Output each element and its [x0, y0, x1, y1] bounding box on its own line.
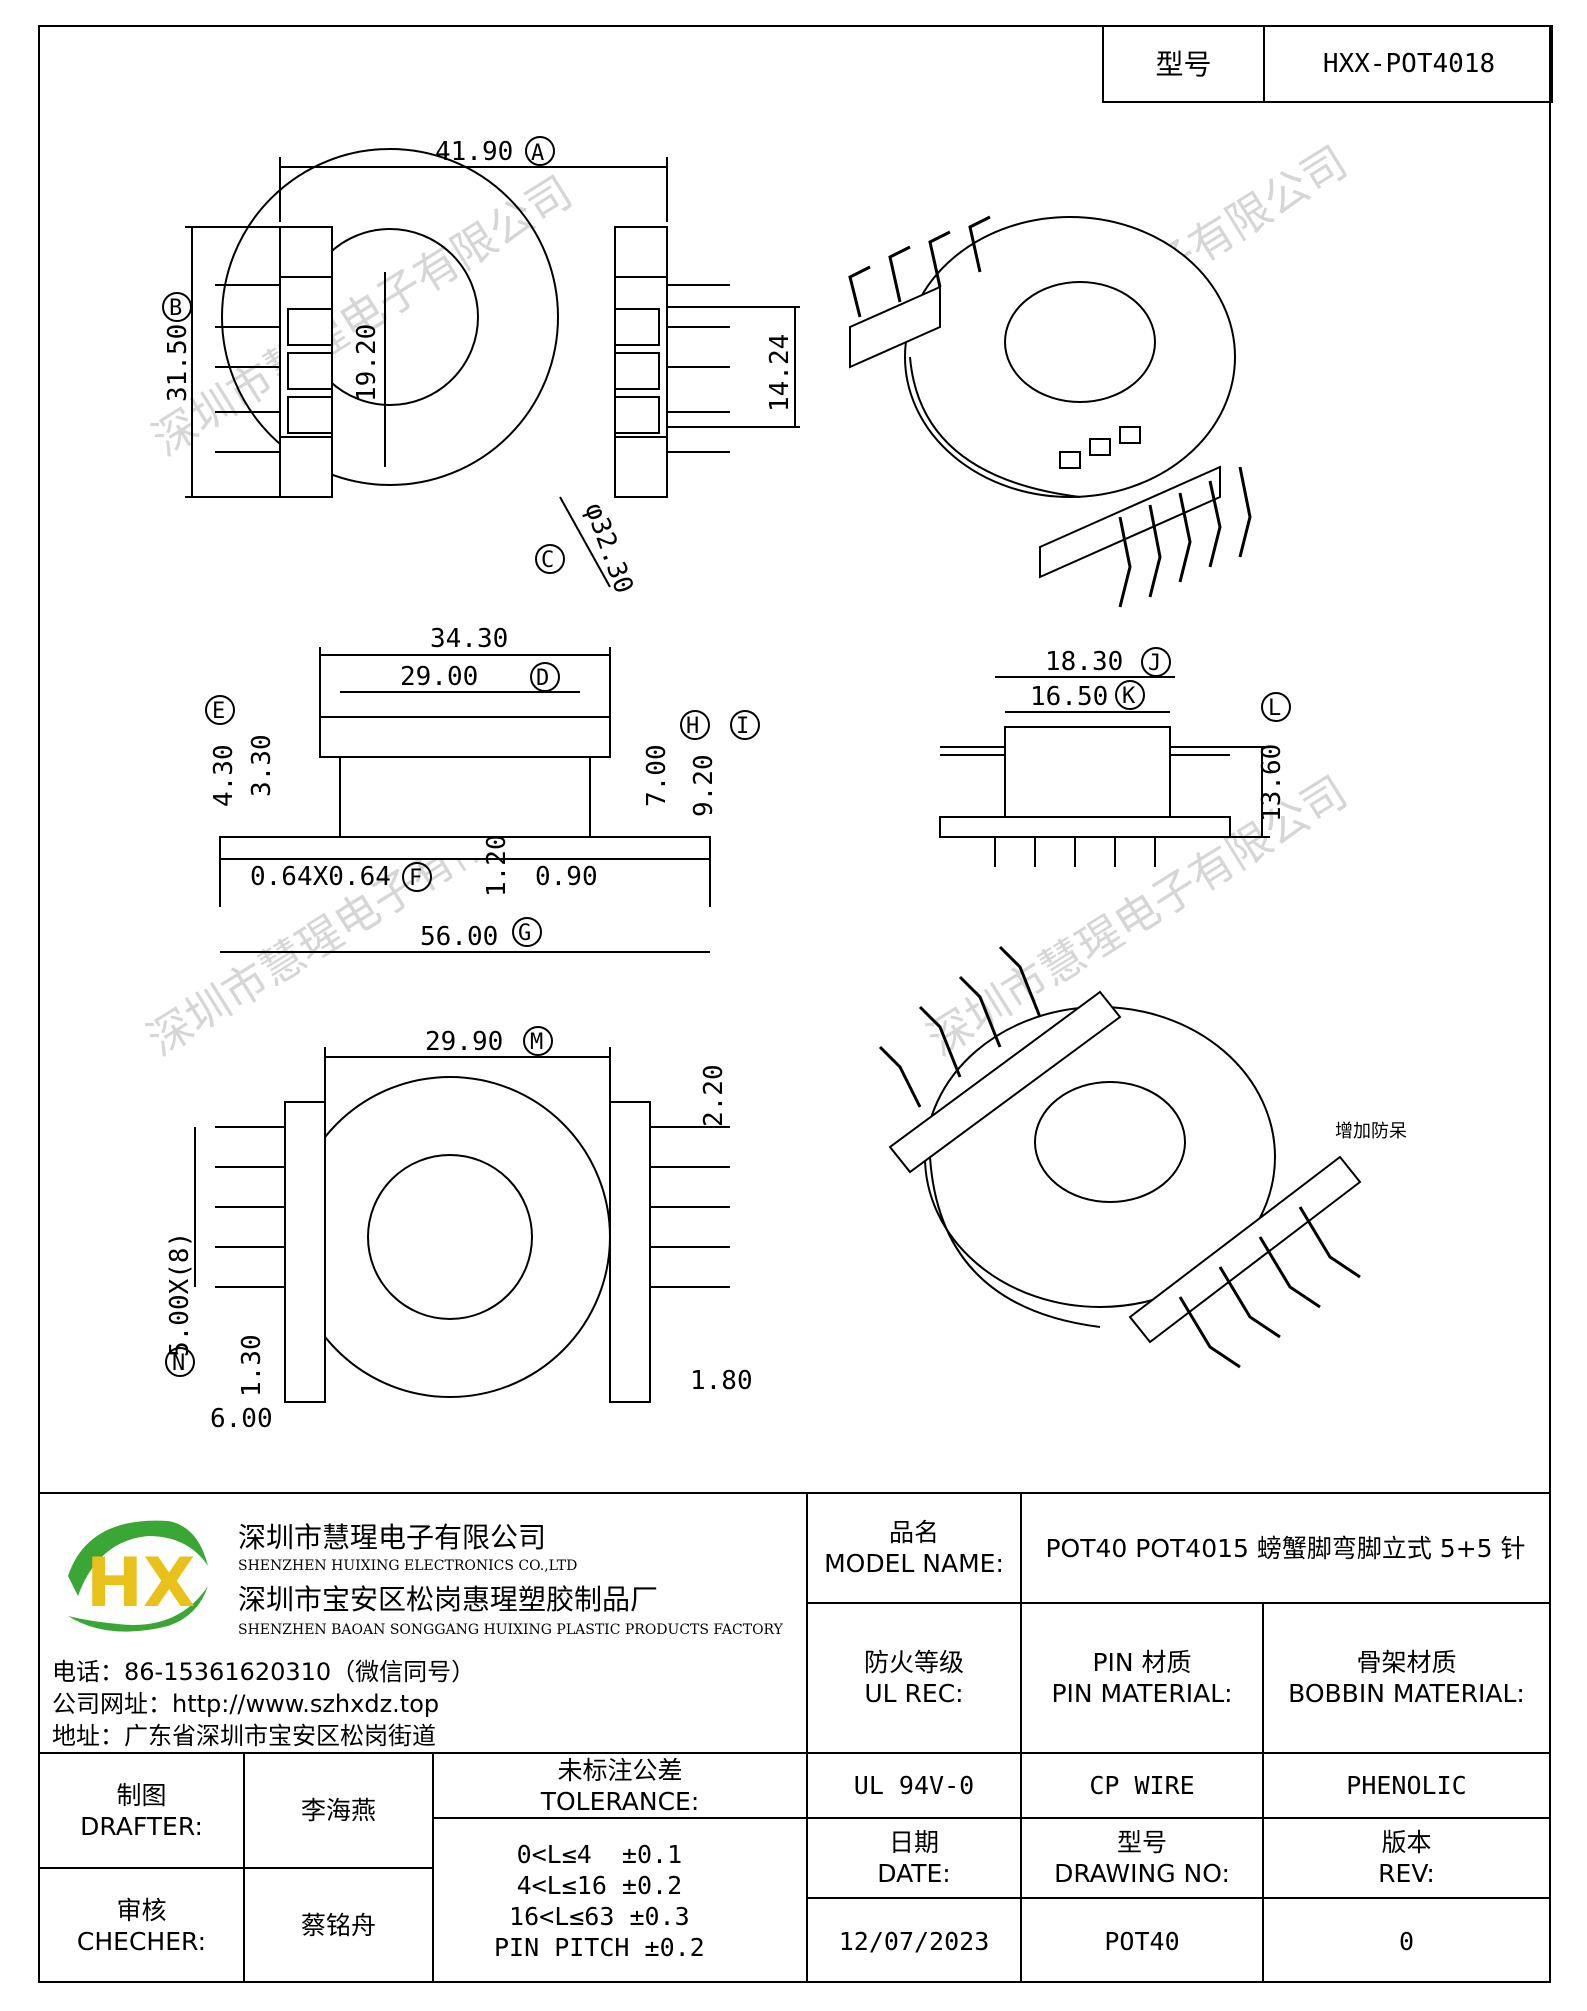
dim-N-tag: N — [172, 1351, 185, 1376]
drawing-no-value: POT40 — [1104, 1926, 1180, 1956]
note-anti-error: 增加防呆 — [1335, 1121, 1407, 1142]
factory-name-cn: 深圳市宝安区松岗惠瑆塑胶制品厂 — [238, 1583, 659, 1616]
front-view: 34.30 29.00 D 4.30 E 3.30 7.00 H 9.20 I … — [205, 624, 760, 953]
dim-E-tag: E — [212, 699, 225, 724]
dim-N-value: 5.00X(8) — [165, 1232, 195, 1357]
company-website: 公司网址：http://www.szhxdz.top — [52, 1690, 440, 1718]
company-name-en: SHENZHEN HUIXING ELECTRONICS CO.,LTD — [238, 1558, 578, 1574]
dim-K-tag: K — [1122, 684, 1136, 709]
model-name-label: 品名 MODEL NAME: — [824, 1518, 1004, 1578]
dim-1-80: 1.80 — [690, 1366, 753, 1396]
ul-rec-label: 防火等级 UL REC: — [863, 1648, 964, 1708]
company-phone: 电话：86-15361620310（微信同号） — [52, 1658, 476, 1686]
drawing-sheet: 型号 HXX-POT4018 深圳市慧瑆电子有限公司 深圳市慧瑆电子有限公司 深… — [38, 25, 1553, 1983]
dim-14-24: 14.24 — [765, 334, 795, 412]
date-value: 12/07/2023 — [838, 1926, 990, 1956]
dim-D-value: 29.00 — [400, 662, 478, 692]
iso-view-top — [848, 215, 1252, 608]
dim-A-tag: A — [531, 141, 544, 166]
drawing-no-label: 型号 DRAWING NO: — [1054, 1828, 1230, 1888]
pin-material-label: PIN 材质 PIN MATERIAL: — [1051, 1648, 1233, 1708]
iso-bottom-pins — [878, 945, 1361, 1369]
ul-rec-value: UL 94V-0 — [853, 1771, 975, 1800]
dim-M-value: 29.90 — [425, 1027, 503, 1057]
dim-G-tag: G — [518, 921, 531, 946]
dim-2-20: 2.20 — [699, 1064, 729, 1127]
dim-J-tag: J — [1148, 651, 1161, 676]
dim-3-30: 3.30 — [247, 734, 277, 797]
dim-A-value: 41.90 — [435, 137, 513, 167]
dim-L-tag: L — [1268, 696, 1281, 721]
top-view: 41.90 A 31.50 B 19.20 14.24 φ32.30 C — [162, 136, 800, 598]
company-name-cn: 深圳市慧瑆电子有限公司 — [238, 1521, 547, 1554]
bobbin-material-value: PHENOLIC — [1346, 1771, 1467, 1800]
dim-F-value: 0.64X0.64 — [250, 862, 391, 892]
model-box-value: HXX-POT4018 — [1322, 48, 1496, 79]
dim-34-30: 34.30 — [430, 624, 508, 654]
dim-6-00: 6.00 — [210, 1404, 273, 1434]
drafter-label: 制图 DRAFTER: — [80, 1780, 203, 1841]
iso-view-bottom: 增加防呆 — [878, 945, 1407, 1369]
side-view-pins — [994, 837, 1156, 867]
dim-I-value: 9.20 — [689, 754, 719, 817]
dim-K-value: 16.50 — [1030, 682, 1108, 712]
bottom-view-right-pins — [650, 1126, 730, 1288]
dim-H-tag: H — [686, 714, 699, 739]
bobbin-material-label: 骨架材质 BOBBIN MATERIAL: — [1288, 1648, 1525, 1708]
dim-7-00: 7.00 — [642, 744, 672, 807]
pin-material-value: CP WIRE — [1089, 1771, 1195, 1800]
checker-value: 蔡铭舟 — [300, 1911, 376, 1940]
dim-D-tag: D — [536, 666, 549, 691]
model-name-value: POT40 POT4015 螃蟹脚弯脚立式 5+5 针 — [1045, 1533, 1526, 1563]
tolerance-values: 0<L≤4 ±0.1 4<L≤16 ±0.2 16<L≤63 ±0.3 PIN … — [494, 1840, 705, 1962]
top-view-outer-ring — [221, 148, 559, 486]
dim-B-tag: B — [169, 296, 182, 321]
dim-B-value: 31.50 — [163, 324, 193, 402]
dim-F-tag: F — [409, 866, 422, 891]
dim-J-value: 18.30 — [1045, 647, 1123, 677]
logo-text: HX — [86, 1544, 195, 1623]
rev-value: 0 — [1398, 1926, 1415, 1956]
company-logo: HX — [68, 1520, 208, 1632]
factory-name-en: SHENZHEN BAOAN SONGGANG HUIXING PLASTIC … — [238, 1622, 783, 1638]
dim-C-tag: C — [541, 548, 554, 573]
side-view: 18.30 J 16.50 K 13.60 L — [939, 647, 1291, 867]
dim-G-value: 56.00 — [420, 922, 498, 952]
drafter-value: 李海燕 — [300, 1796, 376, 1825]
front-view-top-flange — [319, 716, 611, 758]
dim-L-value: 13.60 — [1257, 744, 1287, 822]
model-box-label: 型号 — [1155, 47, 1212, 81]
dim-M-tag: M — [530, 1030, 543, 1055]
dim-4-30: 4.30 — [209, 744, 239, 807]
bottom-view-left-pins — [215, 1126, 285, 1288]
bottom-view: 29.90 M 2.20 5.00X(8) N 1.30 6.00 1.80 — [165, 1026, 753, 1434]
dim-1-20: 1.20 — [482, 834, 512, 897]
rev-label: 版本 REV: — [1378, 1828, 1435, 1888]
checker-label: 审核 CHECHER: — [76, 1895, 207, 1956]
top-view-left-pins — [215, 284, 333, 453]
model-box: 型号 HXX-POT4018 — [1102, 25, 1553, 103]
dim-I-tag: I — [736, 714, 749, 739]
dim-0-90: 0.90 — [535, 862, 598, 892]
tolerance-label: 未标注公差 TOLERANCE: — [540, 1755, 700, 1816]
watermark-1: 深圳市慧瑆电子有限公司 — [144, 167, 581, 467]
dim-19-20: 19.20 — [352, 324, 382, 402]
top-view-right-pins — [614, 284, 730, 453]
company-address: 地址：广东省深圳市宝安区松岗街道 — [52, 1722, 436, 1750]
technical-drawing: 深圳市慧瑆电子有限公司 深圳市慧瑆电子有限公司 深圳市慧瑆电子有限公司 深圳市慧… — [139, 136, 1407, 1434]
company-area: HX 深圳市慧瑆电子有限公司 SHENZHEN HUIXING ELECTRON… — [40, 1494, 806, 1752]
iso-bottom-hole — [1034, 1081, 1186, 1203]
dim-1-30: 1.30 — [237, 1334, 267, 1397]
iso-top-pins — [848, 215, 1252, 608]
date-label: 日期 DATE: — [877, 1828, 951, 1888]
iso-top-hole — [1004, 281, 1156, 403]
